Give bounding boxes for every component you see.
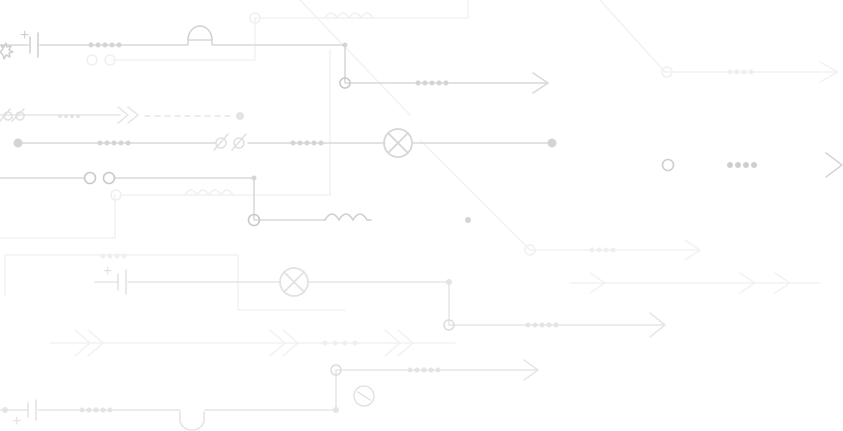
plus-sign: + [20, 27, 29, 44]
faint-traces [0, 0, 839, 357]
medium-lamp [383, 128, 413, 158]
light-nodes [330, 319, 455, 376]
plus-sign: + [12, 413, 21, 430]
light-batteries [27, 269, 127, 421]
plus-sign: + [103, 263, 112, 280]
light-gauge [353, 385, 375, 407]
medium-bell [187, 25, 213, 41]
switch-icon [0, 108, 11, 122]
faint-coils [184, 12, 374, 196]
medium-plus: + [20, 27, 29, 44]
gear-fragment [0, 42, 14, 60]
bell-icon [179, 411, 205, 431]
right-cluster [661, 152, 843, 178]
light-lamp [279, 267, 309, 297]
gear-icon [0, 42, 14, 60]
arrow-icon [825, 152, 843, 178]
lamp-icon [383, 128, 413, 158]
lamp-icon [279, 267, 309, 297]
medium-coil [324, 213, 372, 221]
switch-icon [11, 108, 25, 122]
light-plus-signs: + + [12, 263, 112, 430]
faint-dots [100, 69, 754, 346]
medium-dots [13, 42, 557, 223]
light-bell [179, 411, 205, 431]
light-switches [0, 108, 247, 151]
light-traces [0, 106, 666, 411]
medium-traces [0, 39, 553, 221]
coil-icon [324, 213, 372, 221]
gauge-icon [353, 385, 375, 407]
light-dots [2, 112, 559, 413]
coil-icon [184, 189, 234, 196]
medium-battery [29, 32, 39, 58]
medium-nodes [83, 77, 351, 227]
coil-icon [324, 12, 374, 19]
bell-icon [187, 25, 213, 41]
faint-circles [86, 12, 673, 256]
